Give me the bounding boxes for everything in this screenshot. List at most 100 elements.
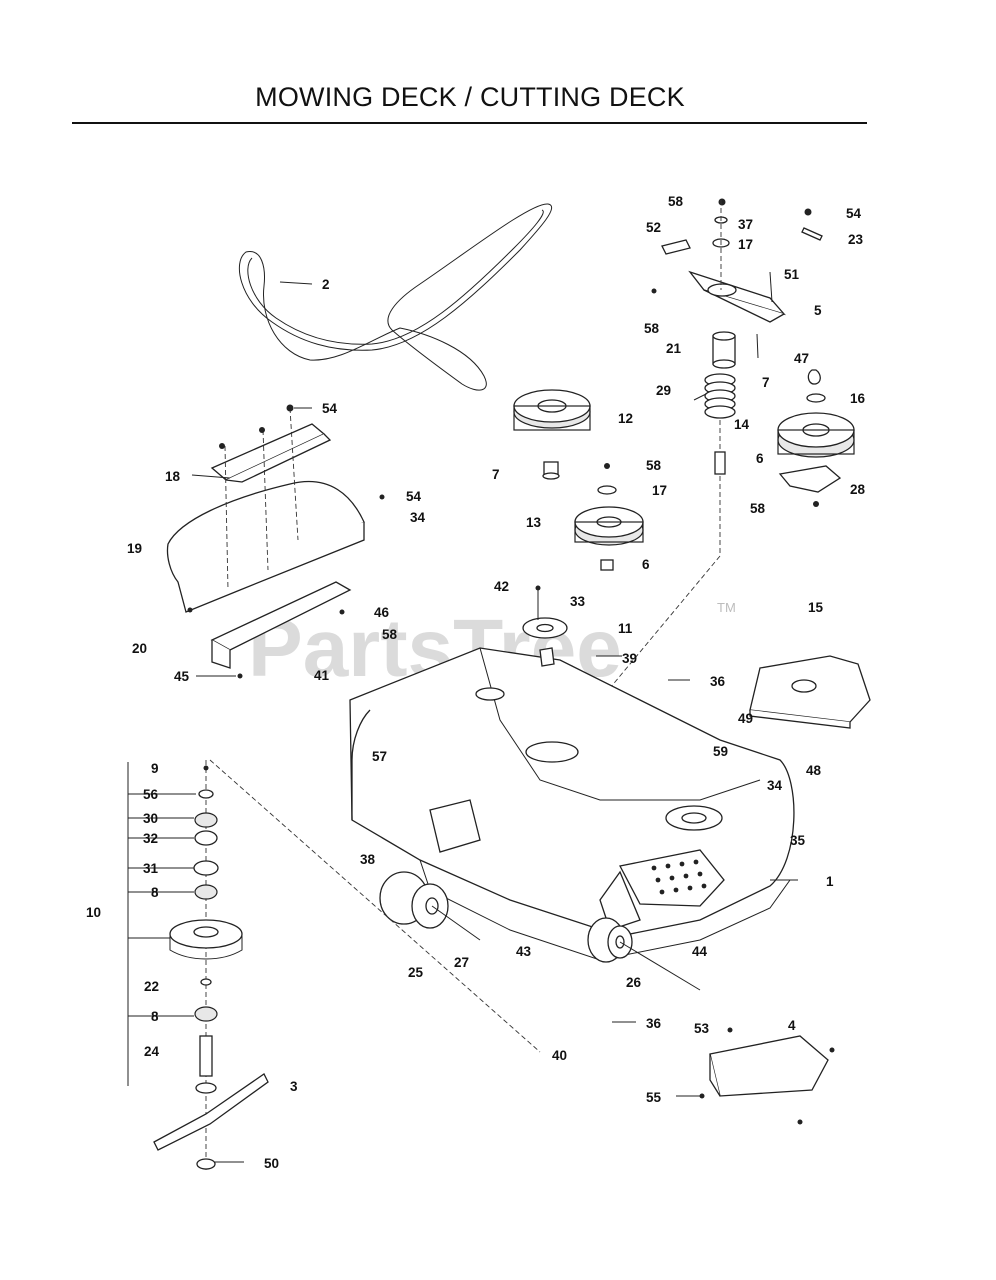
tension-arm-5[interactable] [688, 270, 786, 323]
callout-31: 31 [143, 861, 159, 876]
callout-21: 21 [666, 341, 682, 356]
title-divider [72, 122, 867, 124]
callout-34: 34 [767, 778, 783, 793]
callout-5: 5 [814, 303, 822, 318]
callout-36: 36 [646, 1016, 662, 1031]
callout-28: 28 [850, 482, 866, 497]
callout-33: 33 [570, 594, 586, 609]
callout-1: 1 [826, 874, 834, 889]
callout-59: 59 [713, 744, 728, 759]
gauge-wheel-27[interactable] [379, 871, 481, 941]
callout-17: 17 [652, 483, 667, 498]
callout-58: 58 [644, 321, 660, 336]
callout-52: 52 [646, 220, 661, 235]
callout-7: 7 [492, 467, 500, 482]
callout-50: 50 [264, 1156, 279, 1171]
spacer-7[interactable] [542, 461, 560, 480]
spindle-pulley-11[interactable] [522, 585, 568, 667]
callout-9: 9 [151, 761, 159, 776]
callout-29: 29 [656, 383, 671, 398]
callout-8: 8 [151, 885, 159, 900]
callout-58: 58 [750, 501, 766, 516]
callout-32: 32 [143, 831, 158, 846]
callout-14: 14 [734, 417, 750, 432]
callout-43: 43 [516, 944, 532, 959]
callout-11: 11 [618, 621, 633, 636]
idler-bracket-28[interactable] [778, 465, 842, 507]
callout-48: 48 [806, 763, 822, 778]
callout-46: 46 [374, 605, 390, 620]
callout-labels: 58 37 54 52 17 23 51 5 2 58 21 47 7 29 1… [86, 194, 866, 1171]
callout-8: 8 [151, 1009, 159, 1024]
leader-lines [128, 281, 798, 1163]
tension-hardware [651, 198, 823, 359]
callout-38: 38 [360, 852, 376, 867]
callout-53: 53 [694, 1021, 710, 1036]
belt-cover-hardware [187, 404, 385, 679]
callout-41: 41 [314, 668, 330, 683]
callout-7: 7 [762, 375, 770, 390]
callout-4: 4 [788, 1018, 796, 1033]
callout-3: 3 [290, 1079, 298, 1094]
callout-22: 22 [144, 979, 159, 994]
callout-49: 49 [738, 711, 753, 726]
callout-44: 44 [692, 944, 708, 959]
callout-6: 6 [642, 557, 650, 572]
callout-12: 12 [618, 411, 633, 426]
callout-20: 20 [132, 641, 147, 656]
callout-40: 40 [552, 1048, 567, 1063]
callout-30: 30 [143, 811, 158, 826]
pulley-13[interactable] [574, 463, 644, 571]
callout-23: 23 [848, 232, 864, 247]
mounting-plate-4[interactable] [699, 1027, 835, 1125]
callout-54: 54 [406, 489, 422, 504]
callout-56: 56 [143, 787, 159, 802]
drive-belt[interactable] [238, 203, 553, 391]
callout-36: 36 [710, 674, 726, 689]
callout-24: 24 [144, 1044, 160, 1059]
callout-6: 6 [756, 451, 764, 466]
callout-55: 55 [646, 1090, 662, 1105]
callout-45: 45 [174, 669, 190, 684]
callout-51: 51 [784, 267, 800, 282]
callout-47: 47 [794, 351, 809, 366]
callout-18: 18 [165, 469, 181, 484]
page-title: MOWING DECK / CUTTING DECK [255, 82, 685, 112]
callout-35: 35 [790, 833, 806, 848]
belt-cover-bracket[interactable] [210, 423, 332, 483]
spindle-assembly[interactable] [127, 760, 269, 1170]
callout-42: 42 [494, 579, 509, 594]
torsion-spring-29[interactable] [693, 373, 736, 419]
callout-34: 34 [410, 510, 426, 525]
callout-25: 25 [408, 965, 424, 980]
belt-cover-shield[interactable] [166, 480, 365, 613]
belt-shield-15[interactable] [749, 655, 871, 729]
callout-54: 54 [846, 206, 862, 221]
spacer-21[interactable] [712, 331, 736, 369]
callout-58: 58 [646, 458, 662, 473]
idler-pulley-14[interactable] [777, 369, 855, 458]
callout-37: 37 [738, 217, 753, 232]
callout-17: 17 [738, 237, 753, 252]
callout-2: 2 [322, 277, 330, 292]
callout-39: 39 [622, 651, 637, 666]
idler-pulley-12[interactable] [513, 389, 591, 431]
callout-13: 13 [526, 515, 542, 530]
pivot-bolt-6[interactable] [599, 420, 726, 701]
callout-16: 16 [850, 391, 866, 406]
callout-15: 15 [808, 600, 824, 615]
callout-58: 58 [382, 627, 398, 642]
callout-10: 10 [86, 905, 101, 920]
watermark-trademark: TM [717, 600, 736, 615]
gauge-wheel-26[interactable] [587, 917, 701, 991]
callout-19: 19 [127, 541, 142, 556]
callout-58: 58 [668, 194, 684, 209]
callout-26: 26 [626, 975, 642, 990]
callout-54: 54 [322, 401, 338, 416]
belt-cover-lower-bracket[interactable] [210, 581, 352, 669]
callout-27: 27 [454, 955, 469, 970]
deck-vent-holes [651, 859, 707, 895]
callout-57: 57 [372, 749, 387, 764]
